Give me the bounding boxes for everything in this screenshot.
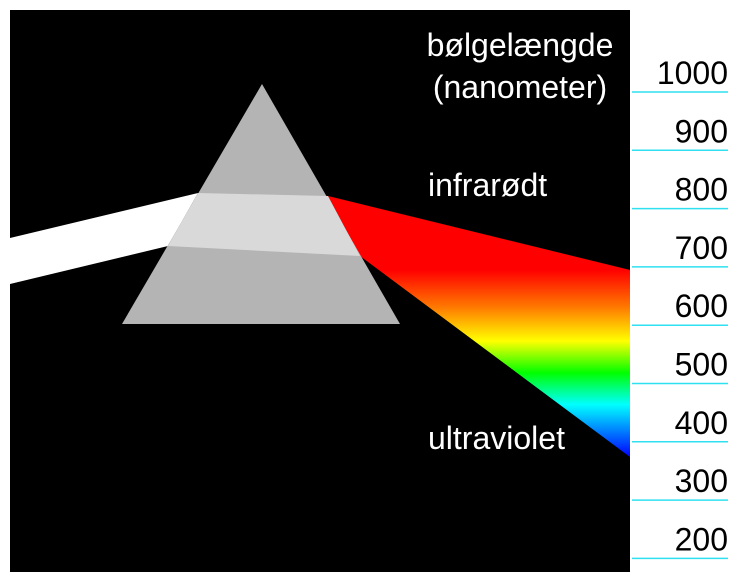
ultraviolet-label: ultraviolet	[428, 420, 565, 456]
infrared-label: infrarødt	[428, 167, 547, 203]
scale-tick-label: 600	[675, 288, 728, 324]
scale-tick-label: 400	[675, 405, 728, 441]
scale-tick-label: 200	[675, 521, 728, 557]
heading-line-2: (nanometer)	[433, 69, 607, 105]
incident-white-beam	[10, 193, 198, 284]
scale-tick-label: 800	[675, 172, 728, 208]
scale-tick-label: 700	[675, 230, 728, 266]
scale-tick-label: 300	[675, 463, 728, 499]
scale-tick-label: 1000	[657, 55, 728, 91]
scale-tick-label: 900	[675, 113, 728, 149]
refracted-beam-in-prism	[168, 193, 360, 256]
heading-line-1: bølgelængde	[427, 27, 614, 63]
spectrum-fan	[328, 196, 630, 457]
wavelength-scale: 1000 900 800 700 600 500 400 300 200	[632, 55, 728, 560]
scale-tick-label: 500	[675, 347, 728, 383]
